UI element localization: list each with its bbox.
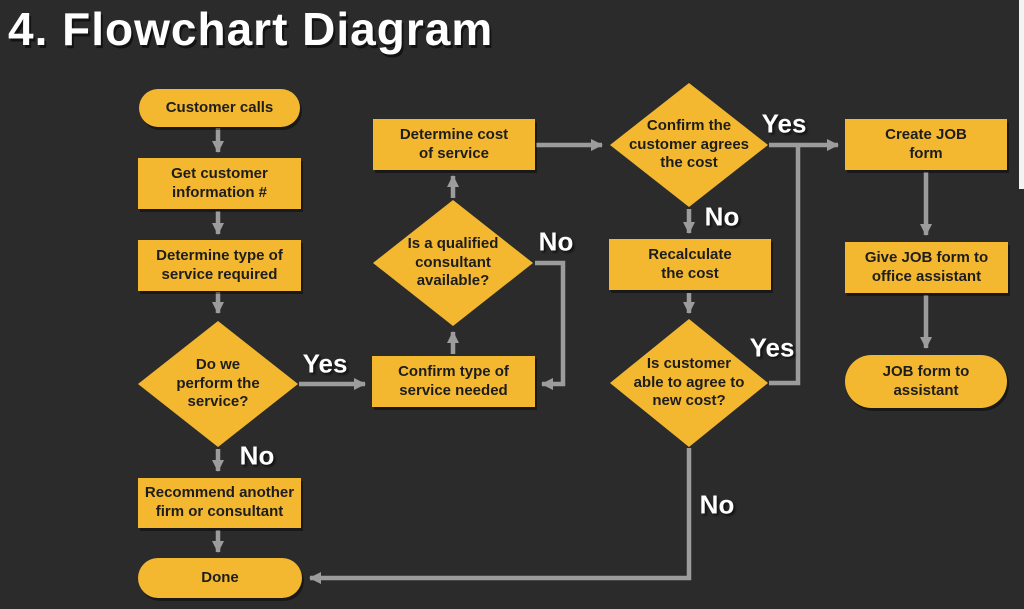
- edge-qualified-no-to-confirm-type: [535, 260, 566, 390]
- node-determine-cost-of-service: Determine cost of service: [373, 119, 535, 170]
- edge-label-no-qualified-consultant: No: [538, 226, 574, 257]
- node-label: Determine cost of service: [399, 125, 509, 162]
- node-label: Create JOB form: [885, 125, 967, 162]
- node-customer-calls: Customer calls: [139, 89, 300, 127]
- node-job-form-to-assistant: JOB form to assistant: [845, 355, 1007, 408]
- screen-edge-artifact: [1019, 0, 1024, 189]
- node-label: Give JOB form to office assistant: [864, 248, 989, 285]
- node-label: Confirm type of service needed: [398, 362, 509, 399]
- node-label: Customer calls: [165, 98, 274, 116]
- node-determine-type-of-service: Determine type of service required: [138, 240, 301, 291]
- edge-label-yes-new-cost: Yes: [749, 332, 795, 363]
- node-label: Determine type of service required: [156, 246, 283, 283]
- node-label: Recalculate the cost: [648, 245, 732, 282]
- node-label: Get customer information #: [171, 164, 268, 201]
- node-give-job-form-to-assistant: Give JOB form to office assistant: [845, 242, 1008, 293]
- edge-new-cost-yes-merge: [769, 147, 801, 386]
- node-done: Done: [138, 558, 302, 598]
- edge-label-no-new-cost: No: [699, 489, 735, 520]
- edge-label-yes-confirm-agrees: Yes: [761, 108, 807, 139]
- edge-label-no-confirm-agrees: No: [704, 201, 740, 232]
- edge-label-no-do-we-perform: No: [239, 440, 275, 471]
- page-title: 4. Flowchart Diagram: [8, 3, 494, 55]
- node-get-customer-information: Get customer information #: [138, 158, 301, 209]
- node-label: Do we perform the service?: [176, 355, 260, 411]
- node-recommend-another-firm: Recommend another firm or consultant: [138, 478, 301, 528]
- node-confirm-type-of-service: Confirm type of service needed: [372, 356, 535, 407]
- node-label: Done: [201, 568, 239, 586]
- node-create-job-form: Create JOB form: [845, 119, 1007, 170]
- node-label: Confirm the customer agrees the cost: [628, 116, 750, 172]
- edge-new-cost-no-to-done: [309, 448, 692, 584]
- node-recalculate-the-cost: Recalculate the cost: [609, 239, 771, 290]
- node-label: Is a qualified consultant available?: [407, 234, 499, 290]
- node-label: Is customer able to agree to new cost?: [633, 354, 745, 410]
- edge-label-yes-do-we-perform: Yes: [302, 348, 348, 379]
- node-label: JOB form to assistant: [882, 362, 970, 399]
- node-label: Recommend another firm or consultant: [144, 484, 295, 520]
